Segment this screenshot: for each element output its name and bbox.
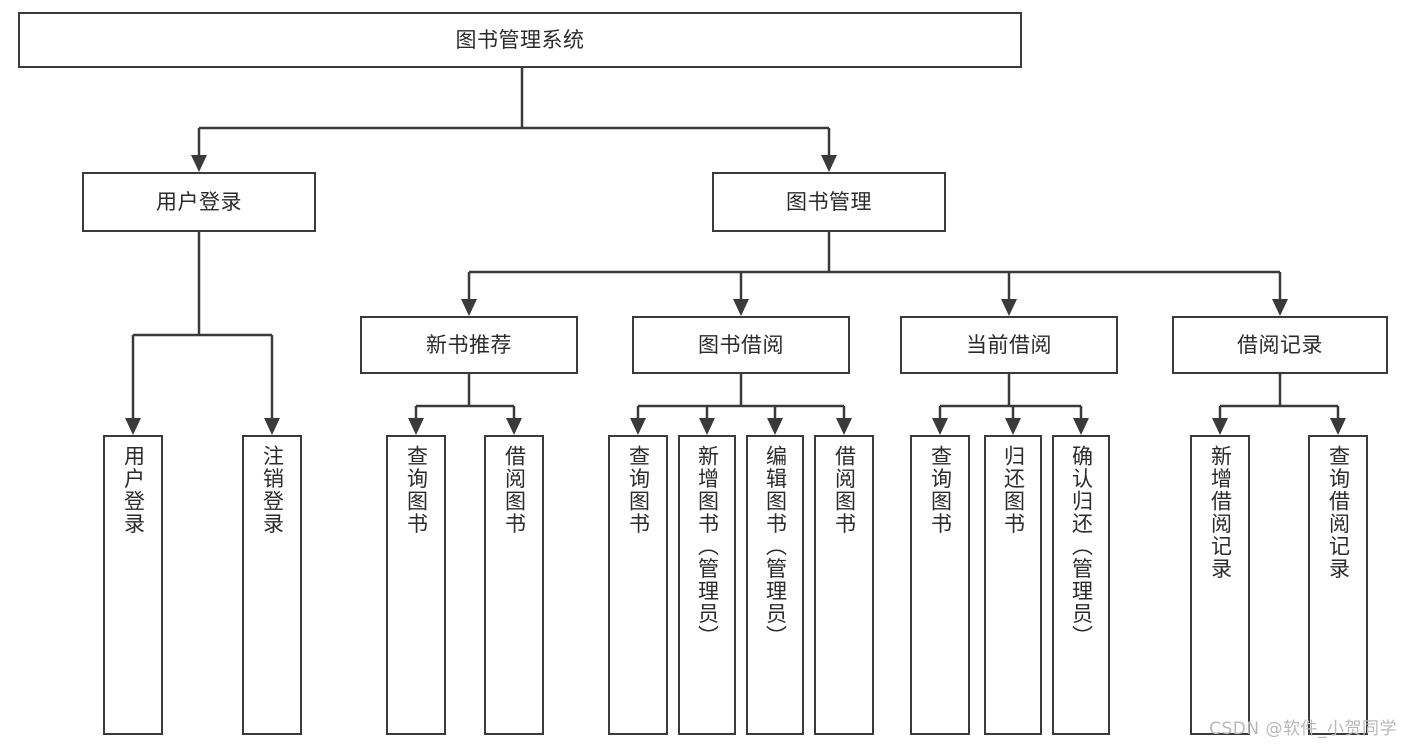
arrowhead-borrow-to-leaves-0: [630, 418, 646, 435]
arrowhead-bookmgmt-to-level3-2: [1001, 299, 1017, 316]
node-l-qb3[interactable]: 查询图书: [910, 435, 970, 735]
node-l-logout[interactable]: 注销登录: [242, 435, 302, 735]
node-label: 查询图书: [626, 445, 651, 535]
node-label: 用户登录: [121, 445, 146, 535]
watermark: CSDN @软件_小贺同学: [1209, 719, 1397, 739]
node-label: 查询图书: [404, 445, 429, 535]
arrowhead-newbook-to-leaves-1: [506, 418, 522, 435]
node-l-qb2[interactable]: 查询图书: [608, 435, 668, 735]
node-label: 借阅记录: [1237, 332, 1323, 357]
node-label: 新增图书（管理员）: [695, 445, 720, 648]
arrowhead-current-to-leaves-1: [1005, 418, 1021, 435]
node-label: 查询图书: [928, 445, 953, 535]
node-label: 新增借阅记录: [1208, 445, 1233, 580]
node-label: 图书借阅: [698, 332, 784, 357]
node-l-qrec[interactable]: 查询借阅记录: [1308, 435, 1368, 735]
arrowhead-records-to-leaves-1: [1330, 418, 1346, 435]
arrowhead-current-to-leaves-2: [1073, 418, 1089, 435]
node-label: 编辑图书（管理员）: [763, 445, 788, 648]
arrowhead-login-to-leaves-0: [125, 418, 141, 435]
node-l-bb1[interactable]: 借阅图书: [484, 435, 544, 735]
node-label: 当前借阅: [966, 332, 1052, 357]
node-l-confirm[interactable]: 确认归还（管理员）: [1052, 435, 1110, 735]
node-l-addrec[interactable]: 新增借阅记录: [1190, 435, 1250, 735]
node-label: 查询借阅记录: [1326, 445, 1351, 580]
node-root[interactable]: 图书管理系统: [18, 12, 1022, 68]
node-l-bb2[interactable]: 借阅图书: [814, 435, 874, 735]
node-l-addbook[interactable]: 新增图书（管理员）: [678, 435, 736, 735]
node-l-login[interactable]: 用户登录: [103, 435, 163, 735]
arrowhead-borrow-to-leaves-2: [767, 418, 783, 435]
node-label: 归还图书: [1001, 445, 1026, 535]
node-newbook[interactable]: 新书推荐: [360, 316, 578, 374]
arrowhead-bookmgmt-to-level3-3: [1272, 299, 1288, 316]
node-l-return[interactable]: 归还图书: [984, 435, 1042, 735]
node-label: 借阅图书: [502, 445, 527, 535]
node-bookmgmt[interactable]: 图书管理: [712, 172, 946, 232]
node-label: 图书管理系统: [455, 27, 585, 52]
arrowhead-bookmgmt-to-level3-0: [461, 299, 477, 316]
arrowhead-root-to-level2-1: [821, 155, 837, 172]
arrowhead-records-to-leaves-0: [1212, 418, 1228, 435]
node-label: 图书管理: [786, 189, 872, 214]
arrowhead-borrow-to-leaves-1: [699, 418, 715, 435]
node-label: 注销登录: [260, 445, 285, 535]
node-label: 用户登录: [156, 189, 242, 214]
node-label: 确认归还（管理员）: [1069, 445, 1094, 648]
arrowhead-login-to-leaves-1: [264, 418, 280, 435]
node-current[interactable]: 当前借阅: [900, 316, 1118, 374]
node-label: 新书推荐: [426, 332, 512, 357]
arrowhead-current-to-leaves-0: [932, 418, 948, 435]
arrowhead-newbook-to-leaves-0: [408, 418, 424, 435]
node-l-qb1[interactable]: 查询图书: [386, 435, 446, 735]
arrowhead-root-to-level2-0: [191, 155, 207, 172]
node-login[interactable]: 用户登录: [82, 172, 316, 232]
arrowhead-borrow-to-leaves-3: [836, 418, 852, 435]
node-label: 借阅图书: [832, 445, 857, 535]
node-records[interactable]: 借阅记录: [1172, 316, 1388, 374]
node-borrow[interactable]: 图书借阅: [632, 316, 850, 374]
node-l-editbook[interactable]: 编辑图书（管理员）: [746, 435, 804, 735]
arrowhead-bookmgmt-to-level3-1: [733, 299, 749, 316]
